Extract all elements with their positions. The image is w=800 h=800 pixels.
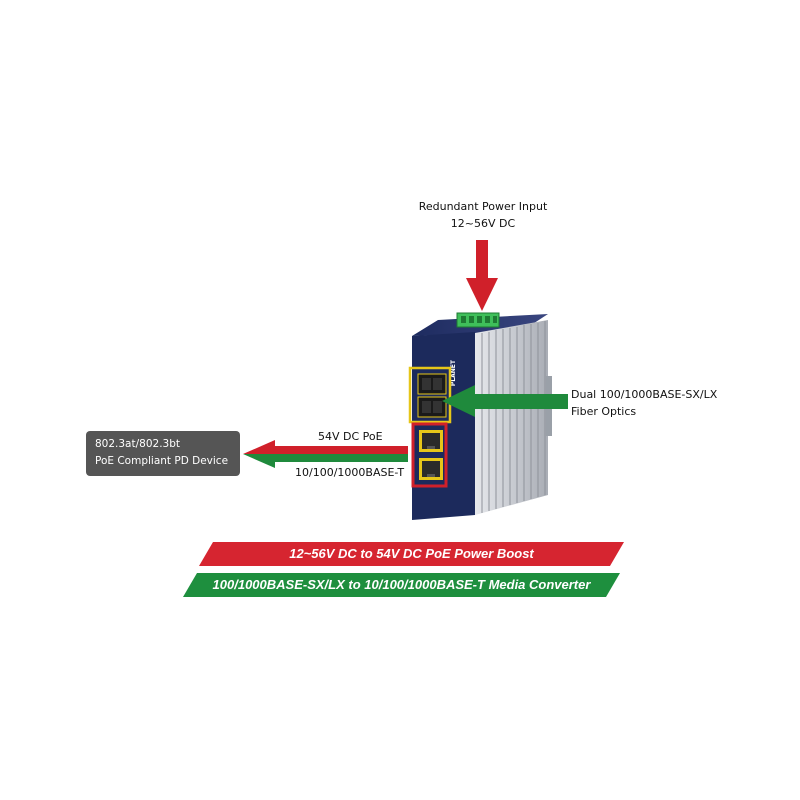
fiber-line2: Fiber Optics xyxy=(571,405,637,418)
heatsink-fins xyxy=(481,321,546,513)
poe-output-label-top: 54V DC PoE xyxy=(318,430,383,443)
power-input-line2: 12~56V DC xyxy=(450,217,516,230)
device-front xyxy=(412,332,475,520)
poe-output-arrow xyxy=(243,440,408,468)
fiber-port-1 xyxy=(417,373,447,395)
fiber-label: Dual 100/1000BASE-SX/LX Fiber Optics xyxy=(571,386,741,420)
rj45-port-2 xyxy=(419,458,443,480)
power-input-line1: Redundant Power Input xyxy=(418,200,548,213)
fiber-line1: Dual 100/1000BASE-SX/LX xyxy=(571,388,718,401)
fiber-arrow xyxy=(442,385,568,417)
pd-device-box: 802.3at/802.3bt PoE Compliant PD Device xyxy=(86,431,240,476)
power-boost-banner xyxy=(199,542,624,566)
brand-logo: PLANET xyxy=(450,359,457,386)
power-input-arrow xyxy=(466,240,498,311)
media-converter-text: 100/1000BASE-SX/LX to 10/100/1000BASE-T … xyxy=(212,577,591,592)
terminal-block xyxy=(456,312,500,328)
rj45-ports-frame xyxy=(411,422,448,488)
pd-device-line2: PoE Compliant PD Device xyxy=(95,455,229,467)
power-boost-text: 12~56V DC to 54V DC PoE Power Boost xyxy=(289,546,534,561)
media-converter-banner xyxy=(183,573,620,597)
poe-output-label-bottom: 10/100/1000BASE-T xyxy=(295,466,405,479)
heatsink xyxy=(475,320,548,515)
power-input-label: Redundant Power Input 12~56V DC xyxy=(415,198,551,232)
fiber-port-2 xyxy=(417,396,447,418)
pd-device-line1: 802.3at/802.3bt xyxy=(95,438,180,450)
device: PLANET xyxy=(408,312,552,520)
rj45-port-1 xyxy=(419,430,443,452)
fiber-ports-frame xyxy=(408,366,452,424)
